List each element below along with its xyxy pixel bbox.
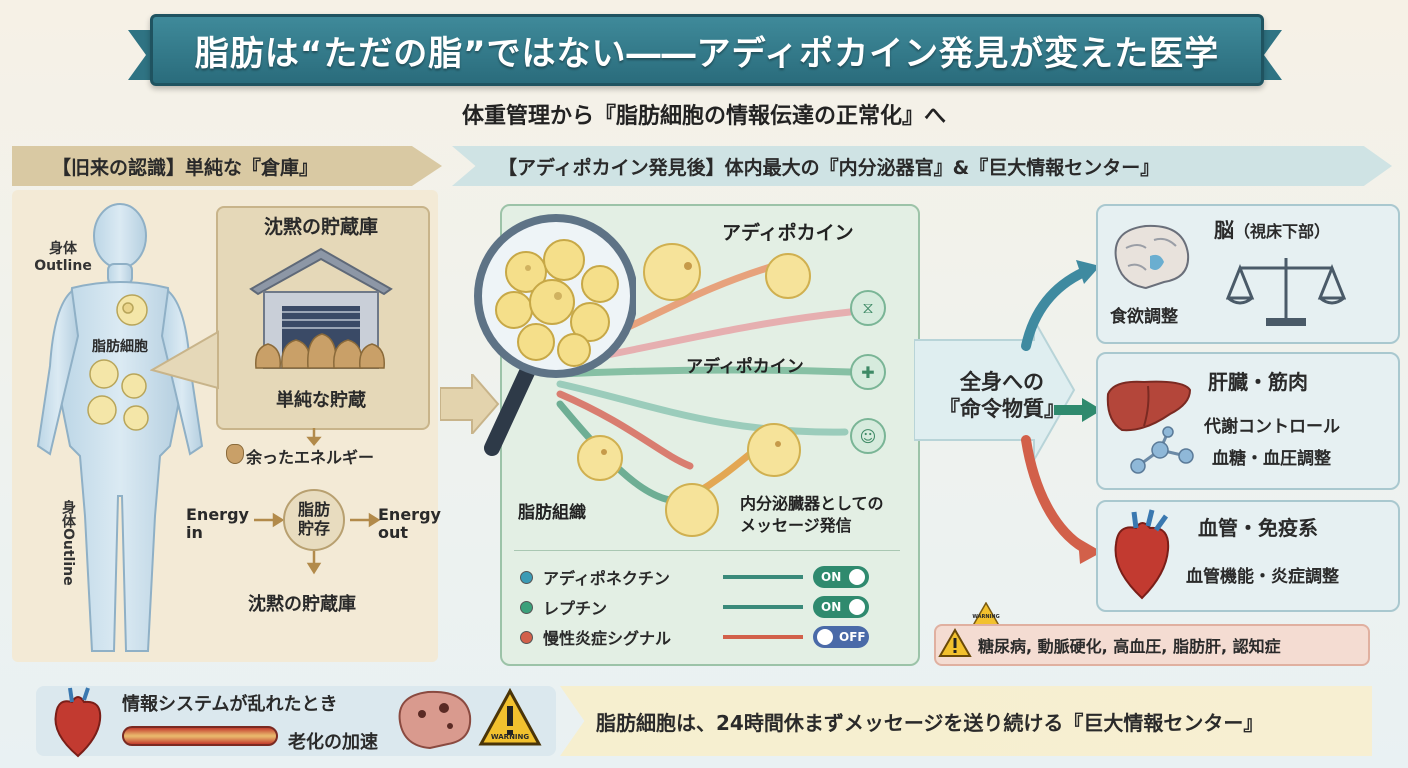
storage-caption: 単純な貯蔵: [276, 390, 366, 411]
body-fat-cells: [87, 294, 149, 431]
bottom-left-line-1: 情報システムが乱れたとき: [122, 694, 338, 715]
adipokine-mid-label: アディポカイン: [686, 357, 804, 377]
liver-sub2: 血糖・血圧調整: [1212, 449, 1331, 469]
adipokine-title: アディポカイン: [722, 222, 854, 244]
disease-list: 糖尿病, 動脈硬化, 高血圧, 脂肪肝, 認知症: [978, 637, 1281, 656]
legend-row-inflammation: 慢性炎症シグナル OFF: [520, 622, 880, 652]
dna-icon: ⧖: [850, 290, 886, 326]
signal-flows: [556, 260, 854, 504]
leptin-toggle[interactable]: ON: [813, 596, 869, 618]
floating-adipocytes: [577, 243, 811, 537]
adiponectin-toggle[interactable]: ON: [813, 566, 869, 588]
command-line-2: 『命令物質』: [939, 397, 1065, 421]
legend-dot: [520, 600, 533, 614]
bottom-left-line-2: 老化の加速: [288, 732, 378, 753]
legend-dot: [520, 630, 533, 644]
legend-arrow: [723, 605, 803, 609]
energy-out-label: Energy out: [378, 505, 441, 543]
legend-label: 慢性炎症シグナル: [543, 629, 672, 648]
liver-sub: 代謝コントロール: [1204, 417, 1340, 437]
adipose-tissue-label: 脂肪組織: [518, 503, 586, 523]
legend-row-leptin: レプチン ON: [520, 592, 880, 622]
command-substance-label: 全身への 『命令物質』: [918, 336, 1086, 456]
legend-label: アディポネクチン: [543, 569, 670, 588]
body-label-top: 身体: [49, 241, 77, 257]
energy-in-label: Energy in: [186, 505, 249, 543]
legend-arrow: [723, 575, 803, 579]
callout-pointer: [150, 330, 219, 390]
warning-sign-small-text: WARNING: [972, 614, 1000, 620]
magnifier-fat-cells: [474, 214, 636, 456]
silent-storage-caption: 沈黙の貯蔵庫: [248, 594, 356, 615]
inflammation-toggle[interactable]: OFF: [813, 626, 869, 648]
warning-sign-label: WARNING: [490, 733, 530, 741]
legend-row-adiponectin: アディポネクチン ON: [520, 562, 880, 592]
brain-icon: [1114, 224, 1190, 290]
organ-title-vessels: 血管・免疫系: [1198, 516, 1318, 540]
title-banner: 脂肪は“ただの脂”ではない――アディポカイン発見が変えた医学: [150, 14, 1264, 86]
surplus-energy-label: 余ったエネルギー: [246, 448, 375, 467]
organ-title-brain: 脳（視床下部）: [1214, 214, 1330, 243]
body-label-side: 身体Outline: [60, 500, 76, 586]
brain-head-icon: ☺: [850, 418, 886, 454]
signal-legend: アディポネクチン ON レプチン ON 慢性炎症シグナル OFF: [520, 562, 880, 652]
brain-sub: 食欲調整: [1110, 307, 1178, 327]
flow-arrows-left: [254, 428, 381, 575]
page-subtitle: 体重管理から『脂肪細胞の情報伝達の正常化』へ: [461, 104, 946, 129]
body-label-top-outline: Outline: [34, 258, 92, 274]
fat-store-label: 脂肪貯存: [297, 500, 330, 539]
clogged-vessel-icon: [122, 726, 278, 746]
fat-cell-label: 脂肪細胞: [92, 339, 148, 355]
warehouse-icon: [249, 247, 393, 369]
legend-dot: [520, 570, 533, 584]
endocrine-message-2: メッセージ発信: [740, 516, 852, 535]
bottom-right-banner: 脂肪細胞は、24時間休まずメッセージを送り続ける『巨大情報センター』: [560, 686, 1372, 756]
bottom-message: 脂肪細胞は、24時間休まずメッセージを送り続ける『巨大情報センター』: [596, 710, 1264, 735]
shield-icon: ✚: [850, 354, 886, 390]
warning-sign-large: [478, 688, 542, 746]
vessels-sub: 血管機能・炎症調整: [1186, 567, 1339, 587]
page-title: 脂肪は“ただの脂”ではない――アディポカイン発見が変えた医学: [194, 33, 1220, 74]
disease-warning-box: 糖尿病, 動脈硬化, 高血圧, 脂肪肝, 認知症: [934, 624, 1370, 666]
brain-title: 脳: [1214, 218, 1234, 242]
liver-icon: [1106, 380, 1192, 432]
new-view-header: 【アディポカイン発見後】体内最大の『内分泌器官』&『巨大情報センター』: [452, 146, 1392, 186]
legend-label: レプチン: [543, 599, 608, 618]
heart-small-icon: [54, 687, 102, 758]
money-bag-icon: [226, 444, 244, 464]
endocrine-message-1: 内分泌臓器としての: [740, 494, 884, 513]
balance-scale-icon: [1226, 258, 1346, 326]
transition-arrow: [440, 374, 500, 434]
molecule-icon: [1130, 426, 1194, 474]
warning-icon: [938, 628, 972, 657]
legend-divider: [514, 550, 900, 551]
legend-arrow: [723, 635, 803, 639]
damaged-brain-icon: [398, 690, 472, 750]
organ-title-liver: 肝臓・筋肉: [1208, 370, 1308, 394]
old-view-header: 【旧来の認識】単純な『倉庫』: [12, 146, 442, 186]
brain-title-suffix: （視床下部）: [1234, 222, 1331, 241]
storage-title: 沈黙の貯蔵庫: [263, 216, 378, 238]
command-line-1: 全身への: [960, 369, 1044, 394]
command-arrows: [914, 260, 1102, 564]
heart-icon: [1114, 509, 1170, 600]
